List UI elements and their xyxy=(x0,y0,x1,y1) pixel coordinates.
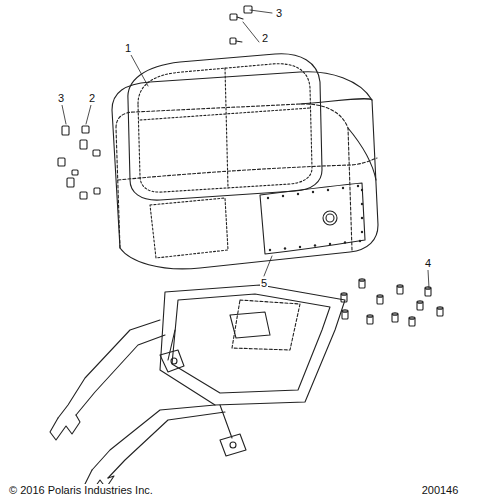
callout-number: 2 xyxy=(88,92,96,105)
fastener xyxy=(392,313,398,322)
rivet xyxy=(361,203,363,205)
callout-number: 2 xyxy=(261,32,269,45)
leader-lines xyxy=(62,10,429,288)
callout-number: 4 xyxy=(424,257,432,270)
fastener xyxy=(437,307,443,316)
rivet xyxy=(327,189,329,191)
fastener-group xyxy=(341,279,443,326)
luggage-rack xyxy=(50,285,345,494)
rivet xyxy=(284,247,286,249)
trunk-box xyxy=(112,54,378,269)
callout-number: 3 xyxy=(57,92,65,105)
rivet xyxy=(299,246,301,248)
fastener xyxy=(359,279,365,288)
rivet xyxy=(361,189,363,191)
rivet xyxy=(361,231,363,233)
rivet xyxy=(357,185,359,187)
callout-number: 3 xyxy=(275,7,283,20)
fastener xyxy=(397,285,403,294)
fastener xyxy=(425,287,431,296)
fastener xyxy=(409,317,415,326)
rivet xyxy=(342,187,344,189)
fastener xyxy=(342,310,348,319)
fastener xyxy=(367,315,373,324)
rivet xyxy=(297,193,299,195)
clips-and-screws xyxy=(58,6,252,199)
fastener xyxy=(341,293,347,302)
fastener xyxy=(417,301,423,310)
callout-number: 5 xyxy=(260,277,268,290)
footer-text: 200146 xyxy=(421,484,460,497)
rivet xyxy=(312,191,314,193)
rivet xyxy=(359,240,361,242)
rivet xyxy=(361,217,363,219)
rivet xyxy=(329,243,331,245)
rivet xyxy=(344,241,346,243)
fastener xyxy=(377,295,383,304)
rivet-row xyxy=(267,185,363,251)
rivet xyxy=(267,197,269,199)
callout-number: 1 xyxy=(124,42,132,55)
rivet xyxy=(269,249,271,251)
rivet xyxy=(282,195,284,197)
footer-text: © 2016 Polaris Industries Inc. xyxy=(8,484,154,497)
rivet xyxy=(314,244,316,246)
